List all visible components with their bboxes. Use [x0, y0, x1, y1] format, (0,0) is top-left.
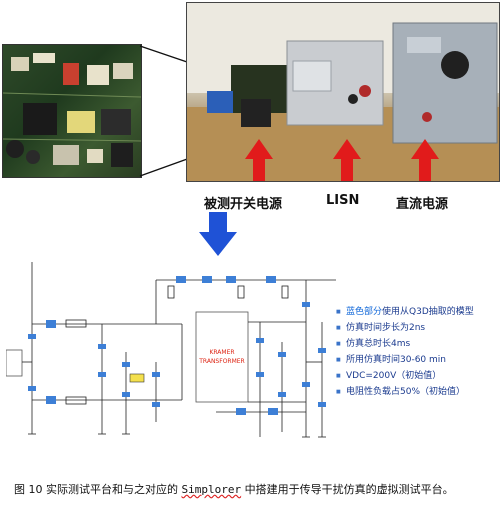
note-item: 仿真时间步长为2ns	[336, 320, 496, 336]
note-item: 仿真总时长4ms	[336, 336, 496, 352]
lab-photo	[186, 2, 500, 182]
note-item: VDC=200V（初始值）	[336, 368, 496, 384]
pcb-illustration	[3, 53, 141, 167]
simulation-notes: 蓝色部分使用从Q3D抽取的模型 仿真时间步长为2ns 仿真总时长4ms 所用仿真…	[336, 304, 496, 400]
figure-caption: 图 10 实际测试平台和与之对应的 Simplorer 中搭建用于传导干扰仿真的…	[14, 483, 454, 496]
label-lisn: LISN	[326, 193, 360, 208]
q3d-model-components	[28, 276, 326, 415]
red-arrows	[245, 139, 439, 181]
pcb-photo	[2, 44, 142, 178]
lab-illustration	[187, 3, 499, 181]
note-item: 电阻性负载占50%（初始值）	[336, 384, 496, 400]
label-dc-source: 直流电源	[396, 197, 449, 212]
software-name: Simplorer	[181, 483, 242, 496]
note-item: 蓝色部分使用从Q3D抽取的模型	[336, 304, 496, 320]
down-arrow-icon	[199, 212, 237, 256]
transformer-label-1: KRAMER	[209, 349, 234, 356]
transformer-label-2: TRANSFORMER	[198, 358, 244, 365]
label-dut: 被测开关电源	[204, 197, 283, 212]
simplorer-schematic: KRAMER TRANSFORMER	[6, 262, 336, 438]
note-item: 所用仿真时间30-60 min	[336, 352, 496, 368]
